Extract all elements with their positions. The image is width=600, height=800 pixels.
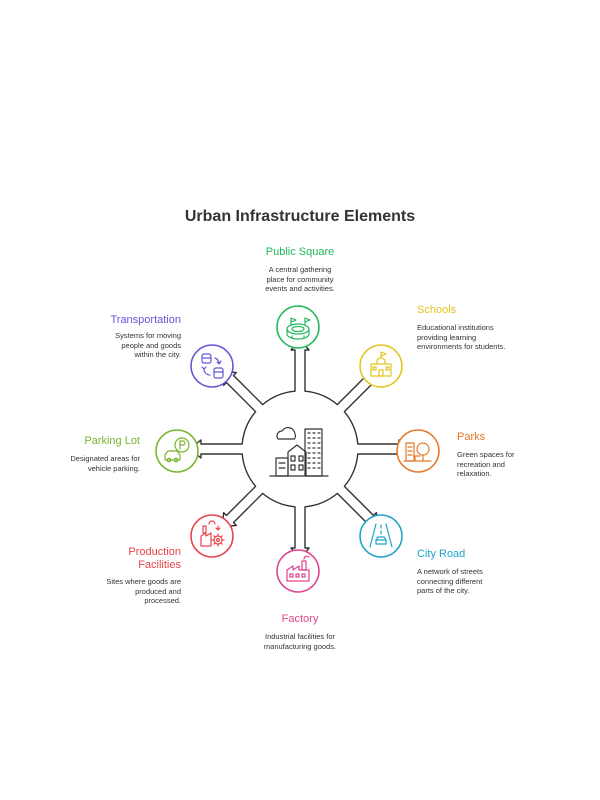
node-ring-schools [359, 344, 403, 388]
node-factory [276, 549, 320, 593]
city-buildings-icon [269, 426, 329, 477]
description-schools: Educational institutions providing learn… [417, 323, 506, 351]
road-car-icon [369, 523, 393, 548]
label-public-square: Public Square [265, 246, 335, 258]
node-parks [396, 429, 440, 473]
description-transportation: Systems for moving people and goods with… [115, 331, 181, 359]
description-city-road: A network of streets connecting differen… [417, 567, 483, 595]
node-ring-transportation [190, 344, 234, 388]
node-transportation [190, 344, 234, 388]
park-tree-icon [403, 442, 432, 462]
production-gear-icon [200, 520, 225, 547]
node-public-square [276, 305, 320, 349]
parking-car-icon [164, 437, 190, 463]
description-factory: Industrial facilities for manufacturing … [263, 632, 337, 651]
label-transportation: Transportation [110, 314, 181, 326]
description-production-facilities: Sites where goods are produced and proce… [106, 577, 181, 605]
factory-icon [286, 555, 310, 582]
label-city-road: City Road [417, 548, 466, 560]
description-parks: Green spaces for recreation and relaxati… [457, 450, 515, 478]
node-production-facilities [190, 514, 234, 558]
node-city-road [359, 514, 403, 558]
stadium-icon [286, 317, 311, 340]
page-title: Urban Infrastructure Elements [184, 208, 416, 225]
node-parking-lot [155, 429, 199, 473]
label-factory: Factory [281, 613, 319, 625]
description-parking-lot: Designated areas for vehicle parking. [70, 454, 140, 473]
label-parks: Parks [457, 431, 486, 443]
label-schools: Schools [417, 304, 457, 316]
description-public-square: A central gathering place for community … [265, 265, 335, 293]
node-ring-parks [396, 429, 440, 473]
transit-icon [201, 353, 224, 379]
label-parking-lot: Parking Lot [84, 435, 140, 447]
node-ring-factory [276, 549, 320, 593]
node-schools [359, 344, 403, 388]
school-building-icon [370, 351, 392, 377]
node-ring-city-road [359, 514, 403, 558]
label-production-facilities: Production Facilities [128, 546, 181, 571]
